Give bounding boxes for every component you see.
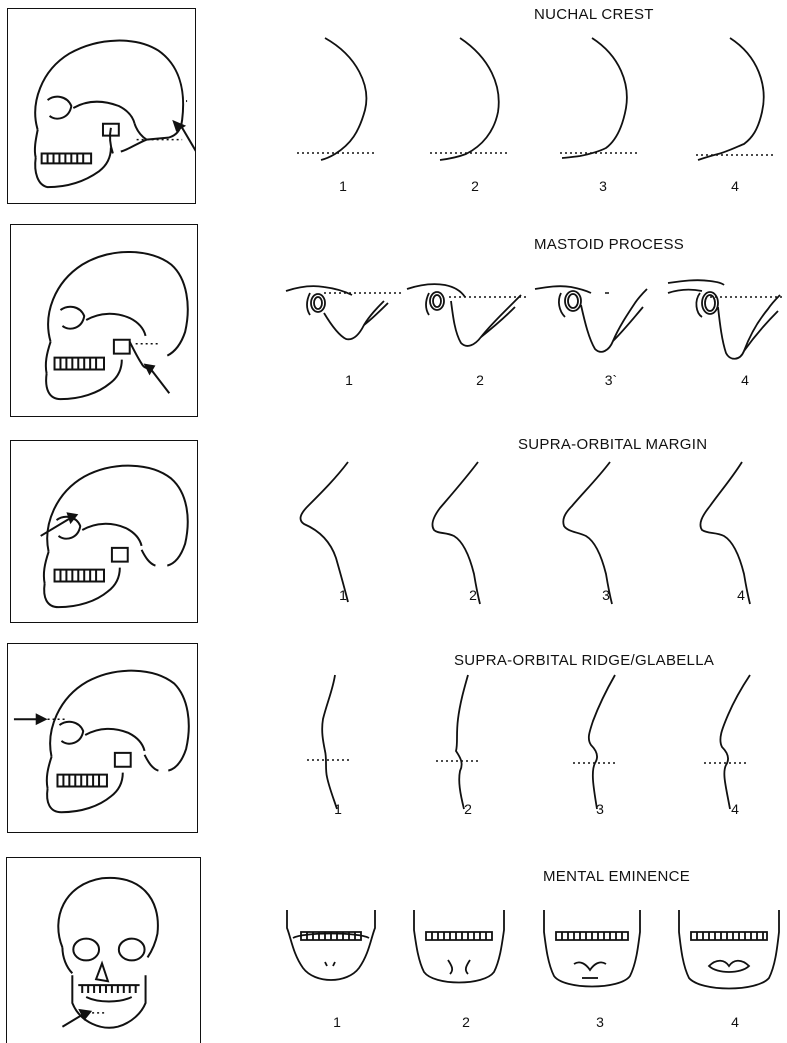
glabella-form-2 bbox=[432, 675, 492, 810]
skull-lateral-icon bbox=[11, 441, 197, 622]
grade-label: 1 bbox=[328, 801, 348, 817]
row-mental-eminence: MENTAL EMINENCE bbox=[0, 847, 787, 1043]
section-title: SUPRA-ORBITAL MARGIN bbox=[518, 436, 707, 453]
grade-label: 4 bbox=[735, 372, 755, 388]
row-mastoid-process: MASTOID PROCESS bbox=[0, 215, 787, 430]
grade-label: 3 bbox=[593, 178, 613, 194]
grade-label: 3` bbox=[601, 372, 621, 388]
mental-eminence-form-3 bbox=[540, 908, 644, 994]
glabella-form-3 bbox=[569, 675, 639, 810]
mastoid-form-2 bbox=[405, 277, 530, 372]
glabella-form-1 bbox=[305, 675, 365, 810]
grade-label: 2 bbox=[456, 1014, 476, 1030]
mastoid-form-4 bbox=[666, 277, 787, 382]
skull-lateral-panel bbox=[10, 224, 198, 417]
grade-label: 3 bbox=[590, 1014, 610, 1030]
grade-label: 4 bbox=[725, 801, 745, 817]
glabella-form-4 bbox=[700, 675, 770, 810]
skull-lateral-panel bbox=[10, 440, 198, 623]
grade-label: 1 bbox=[333, 587, 353, 603]
mastoid-form-1 bbox=[284, 277, 404, 367]
grade-label: 4 bbox=[731, 587, 751, 603]
skull-lateral-icon bbox=[11, 225, 197, 416]
grade-label: 2 bbox=[465, 178, 485, 194]
grade-label: 2 bbox=[458, 801, 478, 817]
row-nuchal-crest: NUCHAL CREST 1 2 3 4 bbox=[0, 0, 787, 215]
skull-lateral-icon bbox=[8, 9, 195, 203]
skull-lateral-icon bbox=[8, 644, 197, 832]
grade-label: 1 bbox=[333, 178, 353, 194]
mental-eminence-form-4 bbox=[675, 908, 783, 996]
grade-label: 2 bbox=[463, 587, 483, 603]
section-title: NUCHAL CREST bbox=[534, 6, 654, 23]
nuchal-crest-form-4 bbox=[694, 36, 784, 161]
grade-label: 3 bbox=[596, 587, 616, 603]
supraorbital-margin-form-2 bbox=[428, 462, 508, 607]
skull-lateral-panel bbox=[7, 8, 196, 204]
mental-eminence-form-2 bbox=[410, 908, 510, 990]
grade-label: 1 bbox=[327, 1014, 347, 1030]
grade-label: 3 bbox=[590, 801, 610, 817]
supraorbital-margin-form-4 bbox=[696, 462, 776, 607]
nuchal-crest-form-1 bbox=[295, 36, 385, 161]
supraorbital-margin-form-1 bbox=[296, 462, 376, 607]
skull-lateral-panel bbox=[7, 643, 198, 833]
grade-label: 1 bbox=[339, 372, 359, 388]
skull-frontal-panel bbox=[6, 857, 201, 1043]
section-title: MASTOID PROCESS bbox=[534, 236, 684, 253]
skull-frontal-icon bbox=[7, 858, 200, 1043]
row-supra-orbital-margin: SUPRA-ORBITAL MARGIN 1 2 3 4 bbox=[0, 430, 787, 635]
grade-label: 4 bbox=[725, 178, 745, 194]
grade-label: 2 bbox=[470, 372, 490, 388]
section-title: SUPRA-ORBITAL RIDGE/GLABELLA bbox=[454, 652, 714, 669]
nuchal-crest-form-3 bbox=[558, 36, 648, 161]
section-title: MENTAL EMINENCE bbox=[543, 868, 690, 885]
supraorbital-margin-form-3 bbox=[558, 462, 638, 607]
grade-label: 4 bbox=[725, 1014, 745, 1030]
row-supra-orbital-ridge-glabella: SUPRA-ORBITAL RIDGE/GLABELLA 1 2 3 4 bbox=[0, 635, 787, 847]
mental-eminence-form-1 bbox=[283, 908, 379, 990]
mastoid-form-3 bbox=[533, 279, 658, 379]
nuchal-crest-form-2 bbox=[428, 36, 518, 161]
